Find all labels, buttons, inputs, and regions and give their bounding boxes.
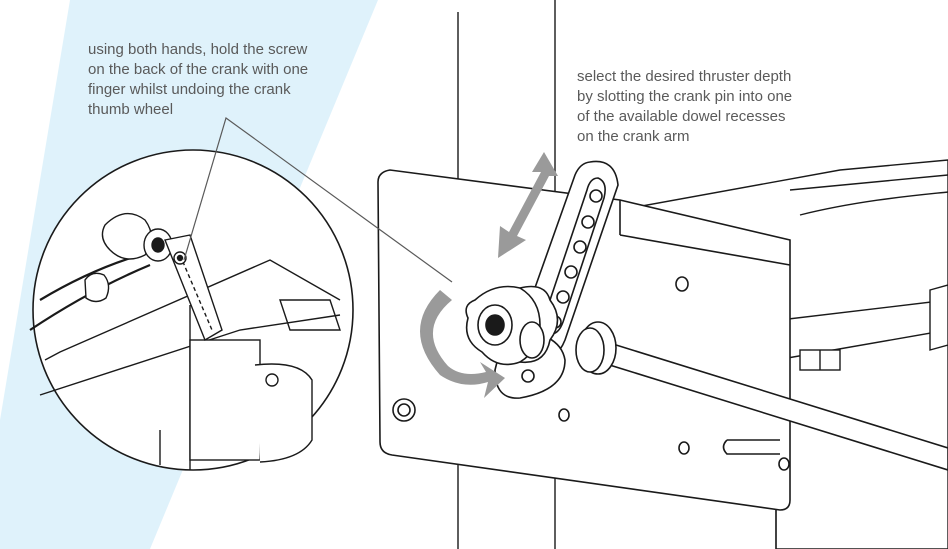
callout-right-line: select the desired thruster depth: [577, 68, 792, 85]
callout-left-line: finger whilst undoing the crank: [88, 81, 291, 98]
callout-right-line: by slotting the crank pin into one: [577, 88, 793, 105]
leader-lines: [183, 117, 453, 283]
thumb-wheel: [465, 285, 559, 366]
callout-right-line: of the available dowel recesses: [577, 108, 786, 125]
callout-left-line: using both hands, hold the screw: [88, 41, 308, 58]
callout-left-line: on the back of the crank with one: [88, 61, 309, 78]
callout-right-line: on the crank arm: [577, 128, 690, 145]
callout-right: select the desired thruster depth by slo…: [577, 67, 792, 147]
rotate-arrow: [420, 290, 505, 398]
callout-left: using both hands, hold the screw on the …: [88, 40, 308, 120]
callout-left-line: thumb wheel: [88, 101, 174, 118]
slide-arrow: [498, 152, 558, 258]
drive-rod: [575, 321, 948, 471]
detail-inset: [29, 149, 354, 471]
